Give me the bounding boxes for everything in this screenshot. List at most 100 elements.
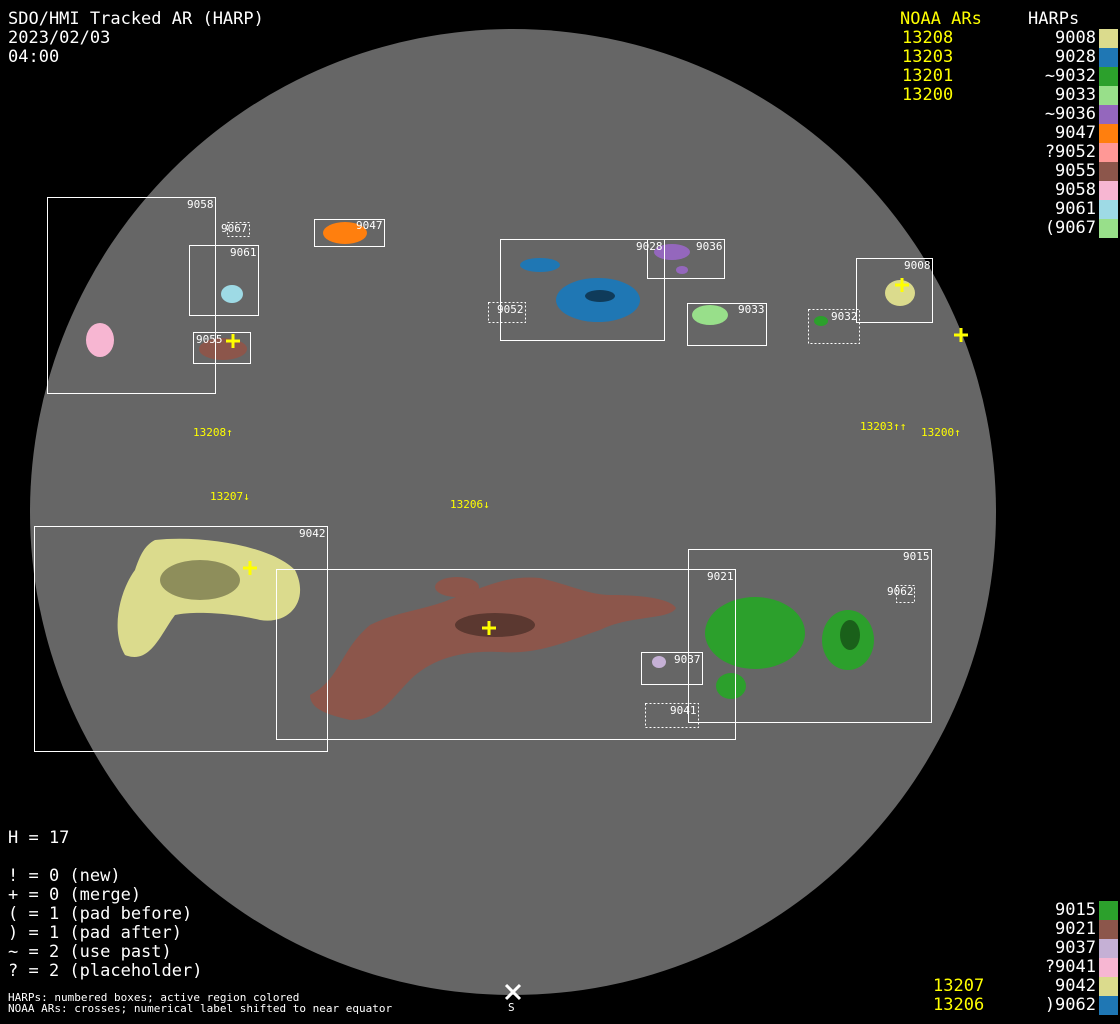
harp-color-swatch [1099,143,1118,162]
stat-line: ? = 2 (placeholder) [8,961,203,981]
h-count: H = 17 [8,828,70,848]
box-label: 9047 [356,219,383,232]
harp-legend-label: 9008 [1055,28,1096,48]
box-9015 [688,549,932,723]
cross-icon [226,334,240,348]
box-9032 [808,309,860,344]
box-9008 [856,258,933,323]
box-label: 9062 [887,585,914,598]
region-9061 [221,285,243,303]
harp-color-swatch [1099,219,1118,238]
box-label: 9032 [831,310,858,323]
box-label: 9021 [707,570,734,583]
date: 2023/02/03 [8,28,111,48]
box-label: 9061 [230,246,257,259]
region-9032 [814,316,828,326]
box-9041 [645,703,699,728]
time: 04:00 [8,47,60,67]
noaa-legend-label: 13206 [933,995,985,1015]
box-9061 [189,245,259,316]
noaa-legend-label: 13203 [902,47,954,67]
box-label: 9008 [904,259,931,272]
noaa-label: 13207↓ [210,490,250,503]
box-label: 9041 [670,704,697,717]
box-label: 9042 [299,527,326,540]
noaa-legend-label: 13207 [933,976,985,996]
stat-line: ~ = 2 (use past) [8,942,172,962]
harp-legend-label: 9061 [1055,199,1096,219]
south-label: S [508,1001,515,1014]
box-9021 [276,569,736,740]
harp-legend-label: (9067 [1044,218,1096,238]
harp-legend-label: ?9041 [1044,957,1096,977]
sunspots [160,290,860,650]
box-9036 [647,239,725,279]
box-labels: 9058 9067 9061 9047 9055 9028 9036 9052 … [187,198,931,717]
region-9015c [716,673,746,699]
region-9021b [435,577,479,597]
box-9042 [34,526,328,752]
harp-legend-label: 9055 [1055,161,1096,181]
harp-legend-label: ~9036 [1044,104,1096,124]
harp-legend-label: 9021 [1055,919,1096,939]
box-9047 [314,219,385,247]
box-label: 9058 [187,198,214,211]
box-label: 9055 [196,333,223,346]
box-label: 9036 [696,240,723,253]
harp-legend-label: 9028 [1055,47,1096,67]
box-label: 9067 [221,222,248,235]
harp-color-swatch [1099,939,1118,958]
harp-legend-label: 9037 [1055,938,1096,958]
box-label: 9033 [738,303,765,316]
south-pole-x-icon [504,983,522,1001]
noaa-legend-label: 13208 [902,28,954,48]
box-9062 [896,585,915,603]
harp-color-swatch [1099,67,1118,86]
active-regions [86,222,915,720]
harp-header: HARPs [1028,9,1080,29]
harp-color-swatch [1099,29,1118,48]
harp-legend-label: 9047 [1055,123,1096,143]
noaa-label: 13206↓ [450,498,490,511]
harp-color-swatch [1099,977,1118,996]
harp-color-swatch [1099,105,1118,124]
harp-legend-label: 9042 [1055,976,1096,996]
noaa-legend-label: 13201 [902,66,954,86]
harp-color-swatch [1099,996,1118,1015]
harp-legend-label: ~9032 [1044,66,1096,86]
footer-line-2: NOAA ARs: crosses; numerical label shift… [8,1002,393,1015]
harp-color-swatch [1099,181,1118,200]
box-9033 [687,303,767,346]
harp-legend-label: 9058 [1055,180,1096,200]
noaa-legend-label: 13200 [902,85,954,105]
stat-line: ! = 0 (new) [8,866,121,886]
harp-color-swatch [1099,958,1118,977]
stat-line: + = 0 (merge) [8,885,142,905]
harp-legend-label: 9033 [1055,85,1096,105]
box-9067 [227,222,250,237]
region-9055 [199,338,247,360]
harp-color-swatch [1099,200,1118,219]
harp-color-swatch [1099,86,1118,105]
box-9037 [641,652,703,685]
region-9037 [652,656,666,668]
cross-icon [482,621,496,635]
harp-color-swatch [1099,162,1118,181]
noaa-crosses [226,278,968,635]
region-9015b [822,610,874,670]
cross-icon [954,328,968,342]
box-9052 [488,302,526,323]
region-9028b [520,258,560,272]
box-label: 9037 [674,653,701,666]
harp-legend-label: )9062 [1044,995,1096,1015]
noaa-label: 13200↑ [921,426,961,439]
stat-line: ( = 1 (pad before) [8,904,193,924]
harp-legend-label: ?9052 [1044,142,1096,162]
footer-line-1: HARPs: numbered boxes; active region col… [8,991,300,1004]
harp-color-swatch [1099,48,1118,67]
harp-color-swatch [1099,920,1118,939]
region-9033 [692,305,728,325]
cross-icon [243,561,257,575]
box-9028 [500,239,665,341]
